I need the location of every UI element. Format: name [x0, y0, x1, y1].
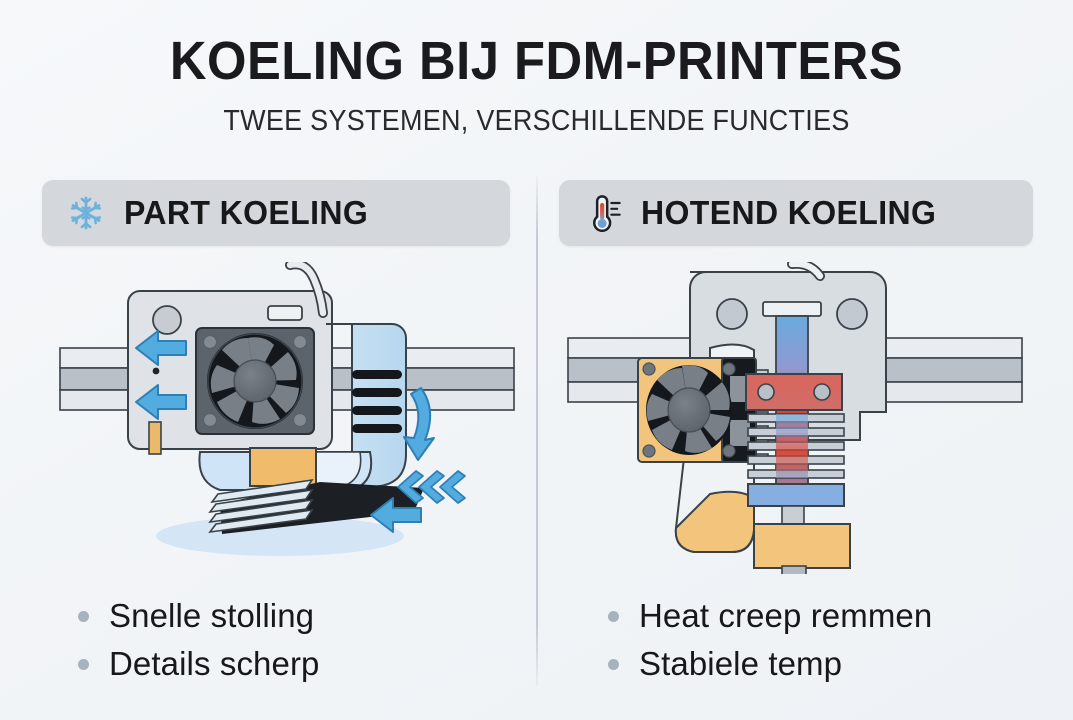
list-item: Heat creep remmen: [608, 592, 932, 640]
duct-vent-slots: [352, 370, 402, 433]
airflow-arrows: [135, 330, 466, 533]
panel-hotend-cooling: HOTEND KOELING: [537, 0, 1073, 720]
page-subtitle: TWEE SYSTEMEN, VERSCHILLENDE FUNCTIES: [223, 105, 850, 137]
panel-title-hotend-cooling: HOTEND KOELING: [641, 194, 937, 231]
bullet-dot-icon: [78, 658, 89, 670]
bullet-label: Snelle stolling: [109, 597, 315, 634]
bullet-list-part-cooling: Snelle stolling Details scherp: [78, 592, 320, 688]
list-item: Stabiele temp: [608, 640, 932, 688]
panel-header-part-cooling: PART KOELING: [42, 180, 510, 246]
thermometer-icon: [581, 191, 625, 235]
panel-part-cooling: PART KOELING: [42, 180, 522, 688]
list-item: Snelle stolling: [78, 592, 320, 640]
printed-layers: [208, 478, 424, 534]
panel-header-hotend-cooling: HOTEND KOELING: [559, 180, 1033, 246]
snowflake-icon: [64, 191, 108, 235]
bullet-list-hotend-cooling: Heat creep remmen Stabiele temp: [608, 592, 932, 688]
hotend-fan: [637, 357, 757, 463]
page-title: KOELING BIJ FDM-PRINTERS: [169, 31, 904, 91]
part-cooling-fan: [195, 327, 315, 435]
panel-title-part-cooling: PART KOELING: [124, 194, 369, 231]
bullet-dot-icon: [608, 610, 619, 622]
bullet-label: Details scherp: [109, 645, 320, 682]
illustration-part-cooling: [52, 262, 522, 574]
bullet-label: Heat creep remmen: [639, 597, 933, 634]
illustration-hotend-cooling: [560, 262, 1030, 574]
panel-divider: [536, 176, 538, 686]
list-item: Details scherp: [78, 640, 320, 688]
bullet-dot-icon: [78, 610, 89, 622]
bullet-dot-icon: [608, 658, 619, 670]
bullet-label: Stabiele temp: [639, 645, 843, 682]
